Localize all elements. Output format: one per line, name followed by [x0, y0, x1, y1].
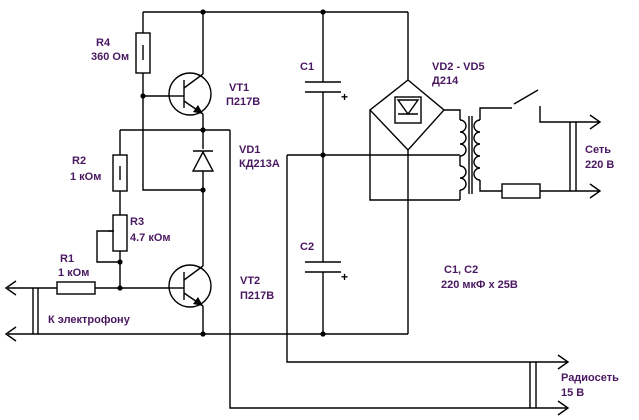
- resistor-r4: [135, 32, 151, 74]
- c1-ref: C1: [300, 61, 314, 73]
- resistor-r3: [108, 214, 128, 252]
- radio-voltage: 15 В: [561, 387, 584, 399]
- r3-value: 4.7 кОм: [130, 232, 171, 244]
- vd1-model: КД213А: [239, 158, 280, 170]
- capacitor-c1: +: [305, 81, 348, 104]
- r4-ref: R4: [96, 37, 111, 49]
- c1-polarity: +: [341, 90, 348, 104]
- transformer: [459, 116, 481, 194]
- vd1-ref: VD1: [239, 144, 260, 156]
- transistor-vt2: [168, 264, 212, 308]
- fuse: [501, 183, 541, 199]
- junction-dots: [117, 9, 326, 337]
- r3-ref: R3: [130, 216, 144, 228]
- r1-value: 1 кОм: [58, 267, 89, 279]
- mains-voltage: 220 В: [585, 159, 614, 171]
- r4-value: 360 Ом: [91, 51, 129, 63]
- r2-value: 1 кОм: [70, 171, 101, 183]
- phono-label: К электрофону: [48, 314, 131, 326]
- capacitor-c2: +: [305, 261, 348, 284]
- caps-note-refs: C1, C2: [444, 264, 478, 276]
- caps-note-value: 220 мкФ x 25В: [441, 279, 518, 291]
- vt1-ref: VT1: [229, 82, 249, 94]
- radio-name: Радиосеть: [561, 372, 619, 384]
- c2-polarity: +: [341, 270, 348, 284]
- vt2-model: П217В: [240, 290, 274, 302]
- wires: [8, 11, 600, 409]
- mains-name: Сеть: [585, 144, 611, 156]
- terminal-arrows: [4, 114, 602, 416]
- resistor-r2: [112, 154, 128, 192]
- transistor-vt1: [168, 72, 212, 116]
- diode-vd1: [191, 150, 215, 172]
- vt2-ref: VT2: [240, 275, 260, 287]
- diode-bridge: [368, 79, 446, 152]
- resistor-r1: [56, 281, 96, 295]
- c2-ref: C2: [300, 241, 314, 253]
- bridge-ref: VD2 - VD5: [432, 61, 485, 73]
- r1-ref: R1: [60, 253, 74, 265]
- vt1-model: П217В: [226, 96, 260, 108]
- bridge-model: Д214: [432, 75, 459, 87]
- r2-ref: R2: [72, 155, 86, 167]
